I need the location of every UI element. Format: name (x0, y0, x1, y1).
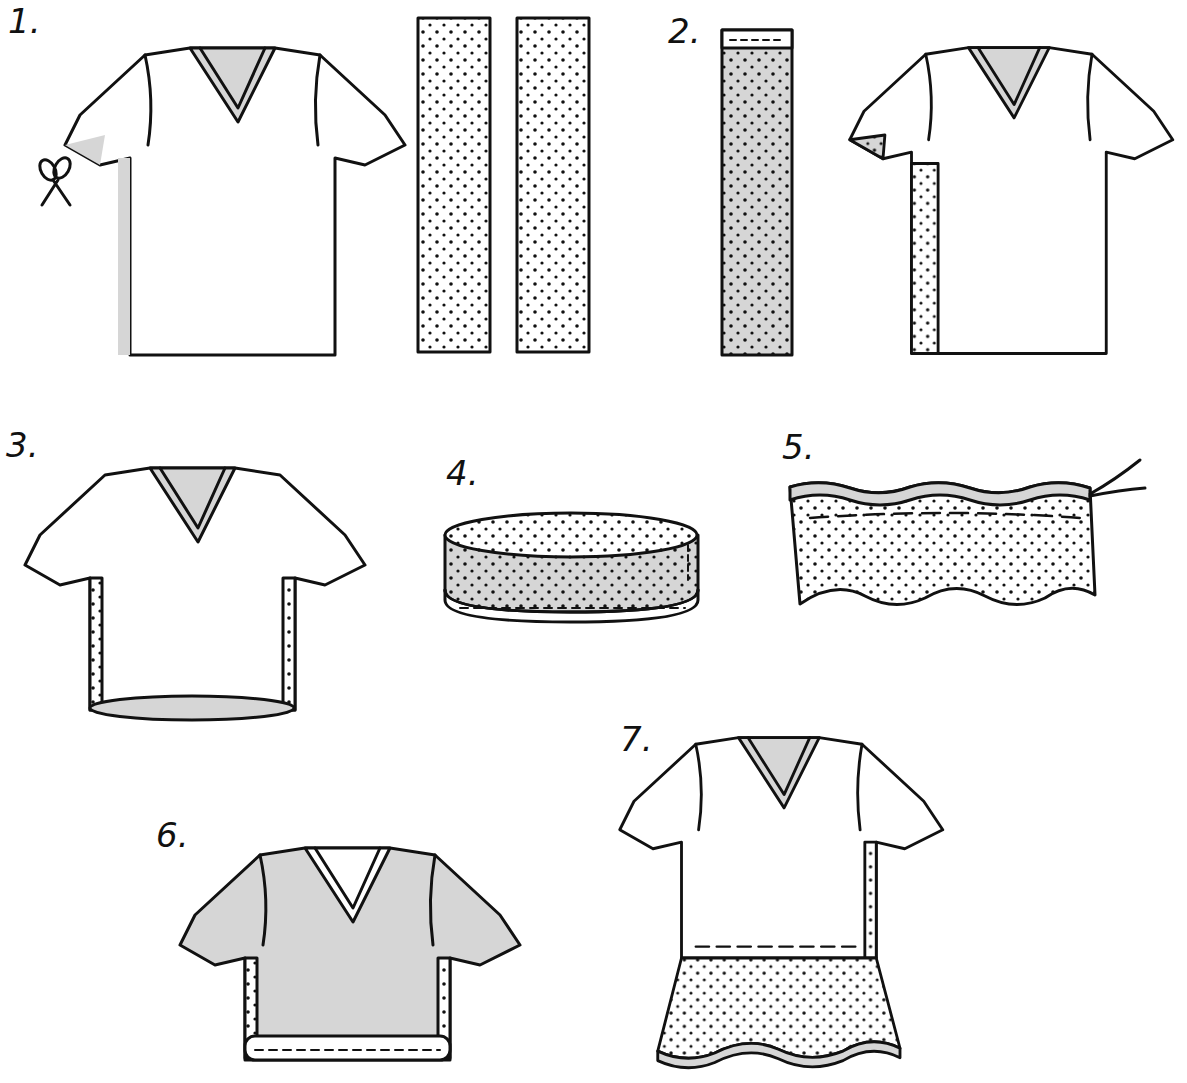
scissors (36, 155, 73, 205)
step-number: 7. (620, 722, 652, 756)
fabric-strip (418, 18, 490, 352)
waistband-loop (445, 513, 698, 622)
finished-tshirt (620, 738, 943, 1068)
step-number: 4. (446, 456, 478, 490)
step-number: 1. (8, 4, 40, 38)
step-number: 3. (6, 428, 38, 462)
step-number: 6. (156, 818, 188, 852)
step-number: 5. (782, 430, 814, 464)
cropped-tshirt (25, 468, 365, 720)
gathered-skirt (790, 460, 1145, 605)
folded-strip (722, 30, 792, 355)
inside-out-tshirt (180, 848, 520, 1060)
step-number: 2. (668, 14, 700, 48)
tshirt (850, 48, 1173, 354)
tshirt (65, 48, 405, 355)
fabric-strip (517, 18, 589, 352)
